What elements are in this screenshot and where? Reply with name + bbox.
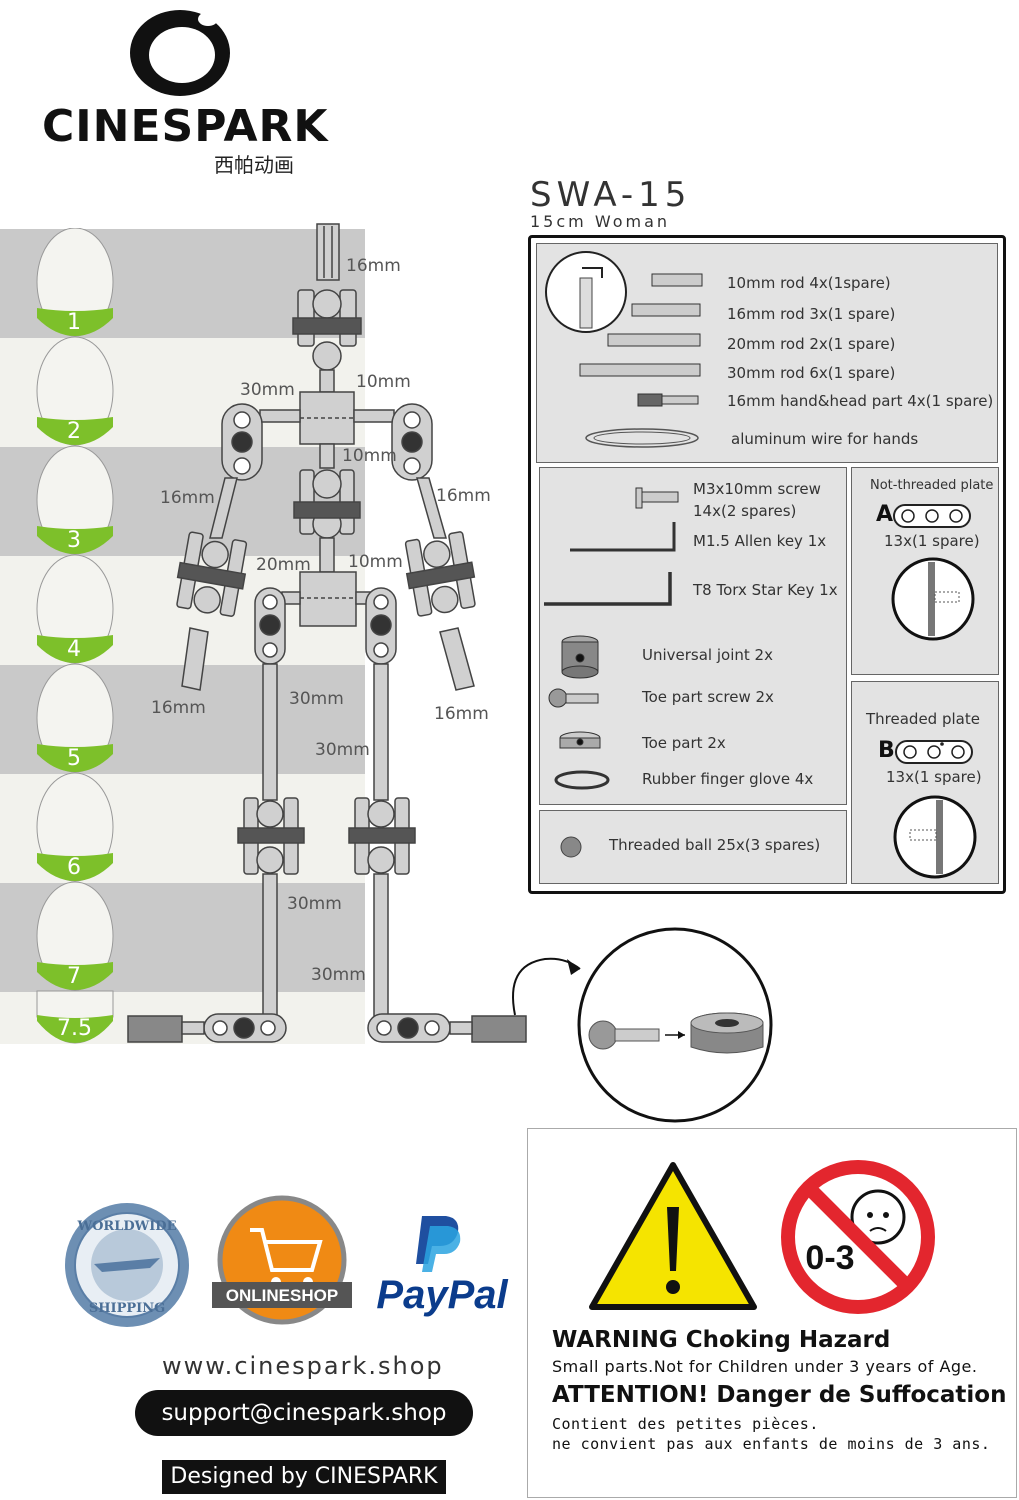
cart-icon: [250, 1228, 323, 1272]
paypal-text: PayPal: [376, 1273, 508, 1317]
screw-qty: 14x(2 spares): [693, 502, 797, 520]
allen-key-label: M1.5 Allen key 1x: [693, 532, 827, 550]
dim-thigh: 30mm: [315, 740, 370, 760]
rods-illustration: [545, 251, 703, 448]
scale-step-label: 7.5: [57, 1016, 92, 1041]
scale-eggs: [36, 228, 114, 1044]
website-url[interactable]: www.cinespark.shop: [162, 1352, 444, 1380]
scale-step-label: 3: [67, 528, 81, 553]
plate-b-letter: B: [878, 738, 895, 763]
dim-thigh: 30mm: [289, 689, 344, 709]
dim-head: 16mm: [346, 256, 401, 276]
scale-egg: [36, 445, 114, 555]
support-email[interactable]: support@cinespark.shop: [135, 1390, 473, 1436]
scale-egg: [36, 990, 114, 1044]
part-label: aluminum wire for hands: [731, 430, 919, 448]
warning-en-title: WARNING Choking Hazard: [552, 1327, 891, 1353]
scale-egg: [36, 554, 114, 664]
warning-triangle-icon: [589, 1162, 757, 1310]
onlineshop-text: ONLINESHOP: [226, 1286, 338, 1305]
toe-detail-callout: [512, 927, 773, 1123]
scale-step-label: 6: [67, 855, 81, 880]
tools-panel: M3x10mm screw 14x(2 spares) M1.5 Allen k…: [539, 467, 847, 805]
dim-forearm-right: 16mm: [434, 704, 489, 724]
part-label: 16mm rod 3x(1 spare): [727, 305, 896, 323]
tools-illustration: [544, 487, 679, 790]
part-label: Universal joint 2x: [642, 646, 773, 664]
onlineshop-badge: ONLINESHOP: [212, 1195, 352, 1325]
torx-key-label: T8 Torx Star Key 1x: [693, 581, 838, 599]
armature-skeleton: [127, 223, 527, 1043]
dim-waist: 10mm: [348, 552, 403, 572]
brand-logo: CINESPARK 西帕动画: [40, 5, 340, 177]
designed-by: Designed by CINESPARK: [162, 1460, 446, 1494]
part-label: 10mm rod 4x(1spare): [727, 274, 891, 292]
plate-b-icon: [895, 740, 973, 764]
scale-egg: [36, 663, 114, 773]
warning-en-text: Small parts.Not for Children under 3 yea…: [552, 1357, 978, 1376]
screw-label: M3x10mm screw: [693, 480, 821, 498]
plate-a-section: [891, 557, 975, 641]
brand-name: CINESPARK: [42, 101, 329, 152]
warning-fr-title: ATTENTION! Danger de Suffocation: [552, 1382, 1007, 1408]
worldwide-shipping-badge: WORLDWIDE SHIPPING: [65, 1203, 189, 1327]
scale-egg: [36, 228, 114, 337]
part-label: Toe part screw 2x: [642, 688, 774, 706]
scale-egg: [36, 336, 114, 446]
dim-hip-width: 20mm: [256, 555, 311, 575]
threaded-ball-icon: [560, 836, 582, 858]
scale-egg: [36, 772, 114, 882]
part-label: 30mm rod 6x(1 spare): [727, 364, 896, 382]
warning-fr-text: Contient des petites pièces.: [552, 1415, 819, 1433]
scale-step-label: 4: [67, 637, 81, 662]
plate-a-icon: [893, 504, 971, 528]
plate-b-title: Threaded plate: [866, 710, 980, 728]
brand-chinese: 西帕动画: [214, 153, 294, 177]
scale-step-label: 1: [67, 310, 81, 335]
plate-b-qty: 13x(1 spare): [886, 768, 982, 786]
dim-upper-arm-left: 16mm: [160, 488, 215, 508]
dim-neck: 10mm: [356, 372, 411, 392]
model-subtitle: 15cm Woman: [530, 212, 671, 231]
dim-shin: 30mm: [311, 965, 366, 985]
age-range: 0-3: [805, 1239, 854, 1277]
dim-forearm-left: 16mm: [151, 698, 206, 718]
parts-list-box: 10mm rod 4x(1spare) 16mm rod 3x(1 spare)…: [528, 235, 1006, 894]
plate-b-section: [893, 795, 977, 879]
part-label: Rubber finger glove 4x: [642, 770, 814, 788]
badge-worldwide-text: WORLDWIDE: [76, 1219, 176, 1234]
model-code: SWA-15: [530, 175, 692, 215]
dim-shin: 30mm: [287, 894, 342, 914]
logo-ring-icon: [130, 10, 230, 96]
plate-a-qty: 13x(1 spare): [884, 532, 980, 550]
part-label: Toe part 2x: [642, 734, 726, 752]
warning-box: 0-3 WARNING Choking Hazard Small parts.N…: [527, 1128, 1017, 1498]
dim-shoulder: 30mm: [240, 380, 295, 400]
plate-a-panel: Not-threaded plate A 13x(1 spare): [851, 467, 999, 675]
badge-shipping-text: SHIPPING: [89, 1301, 165, 1316]
warning-fr-text: ne convient pas aux enfants de moins de …: [552, 1435, 991, 1453]
plate-a-letter: A: [876, 502, 894, 527]
ball-panel: Threaded ball 25x(3 spares): [539, 810, 847, 884]
scale-step-label: 7: [67, 964, 81, 989]
no-children-icon: 0-3: [781, 1160, 935, 1314]
ball-label: Threaded ball 25x(3 spares): [609, 836, 821, 854]
scale-step-label: 2: [67, 419, 81, 444]
scale-egg: [36, 881, 114, 991]
plate-b-panel: Threaded plate B 13x(1 spare): [851, 681, 999, 884]
part-label: 20mm rod 2x(1 spare): [727, 335, 896, 353]
rods-panel: 10mm rod 4x(1spare) 16mm rod 3x(1 spare)…: [536, 243, 998, 463]
plate-a-title: Not-threaded plate: [870, 478, 994, 493]
dim-chest: 10mm: [342, 446, 397, 466]
paypal-logo: PayPal: [376, 1216, 508, 1317]
dim-upper-arm-right: 16mm: [436, 486, 491, 506]
scale-step-label: 5: [67, 746, 81, 771]
part-label: 16mm hand&head part 4x(1 spare): [727, 392, 994, 410]
